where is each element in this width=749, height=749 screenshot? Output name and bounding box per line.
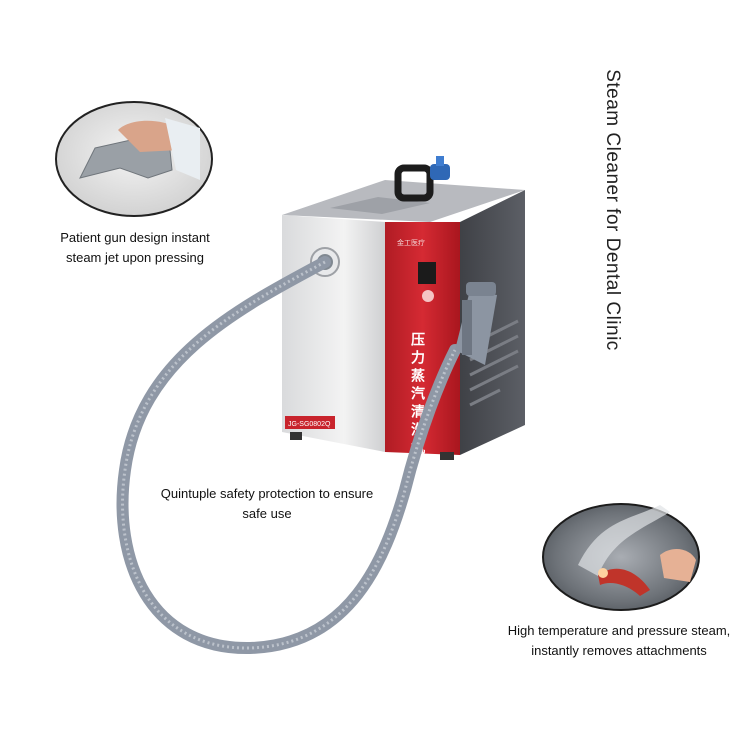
brand-label: 金工医疗 [397, 238, 425, 247]
steam-gun-photo [55, 101, 213, 217]
model-label: JG-SG0802Q [288, 421, 331, 428]
caption-line: Quintuple safety protection to ensure [160, 486, 374, 501]
steam-gun [455, 282, 497, 365]
caption-line: instantly removes attachments [531, 643, 707, 658]
steam-cleaner-machine: 金工医疗 压力蒸汽清洗机 JG-SG0802Q [282, 156, 525, 460]
caption-line: Patient gun design instant [60, 230, 210, 245]
page-title: Steam Cleaner for Dental Clinic [602, 69, 623, 351]
caption-line: safe use [242, 506, 292, 521]
feature-caption-safety: Quintuple safety protection to ensure sa… [136, 484, 398, 524]
feature-caption-gun: Patient gun design instant steam jet upo… [30, 228, 240, 268]
caption-line: High temperature and pressure steam, [507, 623, 731, 638]
feature-caption-steam: High temperature and pressure steam, ins… [484, 621, 749, 661]
caption-line: steam jet upon pressing [65, 250, 205, 265]
steam-spray-photo [542, 503, 700, 611]
